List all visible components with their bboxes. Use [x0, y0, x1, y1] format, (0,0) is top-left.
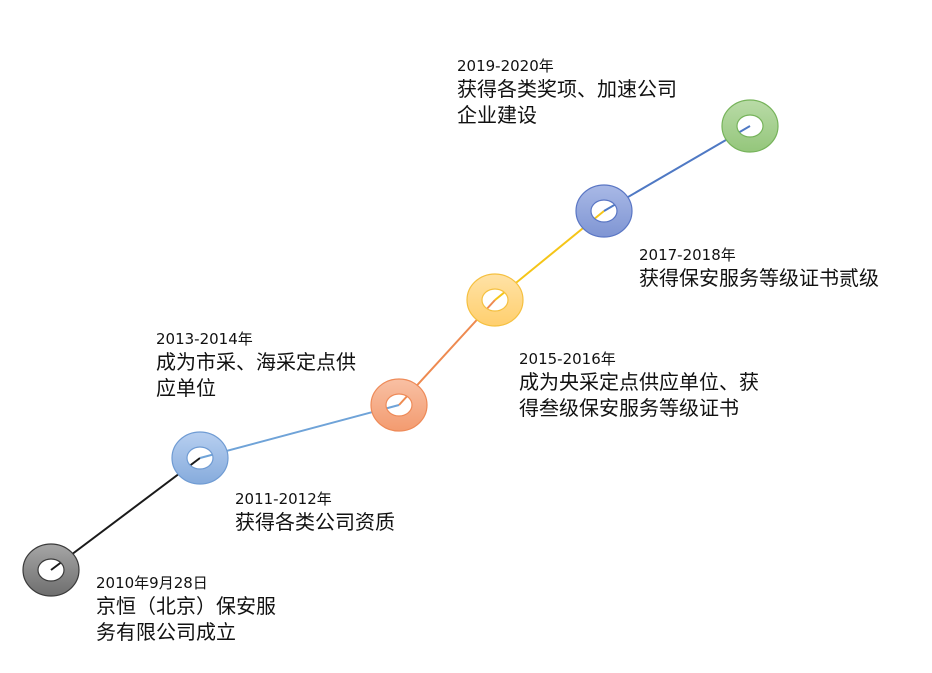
- milestone-label-2015: 2015-2016年 成为央采定点供应单位、获 得叁级保安服务等级证书: [519, 349, 759, 421]
- milestone-desc: 京恒（北京）保安服: [96, 594, 276, 618]
- milestone-ring-2011: [171, 431, 229, 485]
- milestone-year: 2013-2014年: [156, 330, 253, 348]
- milestone-desc: 获得各类奖项、加速公司: [457, 77, 677, 101]
- connector-line: [50, 457, 201, 571]
- milestone-label-2017: 2017-2018年 获得保安服务等级证书贰级: [639, 245, 879, 291]
- milestone-label-2013: 2013-2014年 成为市采、海采定点供 应单位: [156, 329, 356, 401]
- milestone-label-2010: 2010年9月28日 京恒（北京）保安服 务有限公司成立: [96, 573, 276, 645]
- milestone-desc: 得叁级保安服务等级证书: [519, 396, 739, 420]
- milestone-desc: 成为市采、海采定点供: [156, 350, 356, 374]
- milestone-year: 2010年9月28日: [96, 574, 208, 592]
- milestone-desc: 务有限公司成立: [96, 620, 236, 644]
- connector-line: [603, 125, 751, 212]
- milestone-desc: 应单位: [156, 376, 216, 400]
- connector-line: [199, 404, 400, 459]
- milestone-year: 2019-2020年: [457, 57, 554, 75]
- milestone-label-2011: 2011-2012年 获得各类公司资质: [235, 489, 395, 535]
- milestone-year: 2017-2018年: [639, 246, 736, 264]
- milestone-desc: 获得保安服务等级证书贰级: [639, 266, 879, 290]
- milestone-desc: 获得各类公司资质: [235, 510, 395, 534]
- milestone-year: 2011-2012年: [235, 490, 332, 508]
- milestone-ring-2019: [721, 99, 779, 153]
- milestone-ring-2010: [22, 543, 80, 597]
- milestone-desc: 企业建设: [457, 103, 537, 127]
- milestone-desc: 成为央采定点供应单位、获: [519, 370, 759, 394]
- milestone-ring-2013: [370, 378, 428, 432]
- milestone-year: 2015-2016年: [519, 350, 616, 368]
- milestone-ring-2017: [575, 184, 633, 238]
- milestone-ring-2015: [466, 273, 524, 327]
- milestone-label-2019: 2019-2020年 获得各类奖项、加速公司 企业建设: [457, 56, 677, 128]
